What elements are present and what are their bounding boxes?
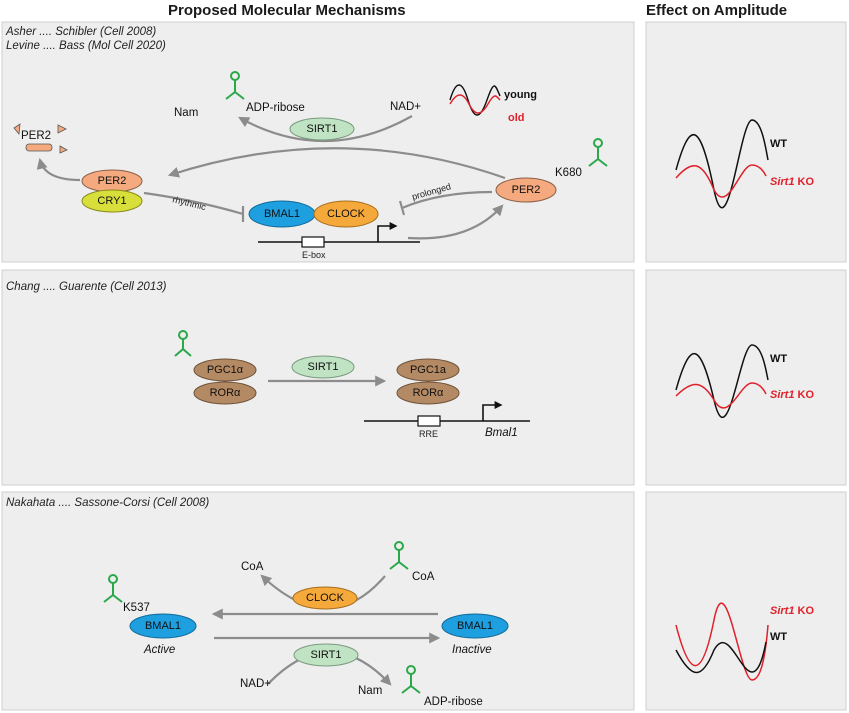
per2-acetyl-node [495,177,557,203]
acetyl-icon [401,665,421,694]
per2-label: PER2 [98,175,127,187]
acetyl-icon [174,330,192,357]
citation-nakahata: Nakahata .... Sassone-Corsi (Cell 2008) [6,497,209,509]
bmal1-gene-label: Bmal1 [485,427,518,439]
coa-right-label: CoA [412,571,435,583]
bmal1-inactive-label: BMAL1 [457,620,493,632]
p1-wt-curve [675,119,769,209]
k680-label: K680 [555,167,582,179]
sirt1-node [293,643,359,667]
sirt1-reaction-arrow [238,115,413,143]
clock-acetylase-label: CLOCK [306,592,345,604]
pgc1a-acetyl-label: PGC1α [207,364,244,376]
sirt1-node [291,355,355,379]
acetyl-icon [588,138,608,167]
nam-label-3: Nam [358,685,382,697]
p2-wt-label: WT [770,353,787,365]
rora-left-label: RORα [210,387,241,399]
acetyl-icon [103,574,123,603]
per2-degraded-label: PER2 [21,130,51,142]
rre-label: RRE [419,429,438,439]
p3-ko-label: Sirt1 KO [770,605,814,617]
prolonged-inhibit [401,190,493,210]
p2-wt-curve [675,344,769,419]
sirt1-label-3: SIRT1 [311,649,342,661]
sirt1-label: SIRT1 [307,123,338,135]
p1-ko-curve [675,164,767,198]
rora-right-label: RORα [413,387,444,399]
per2-acetyl-label: PER2 [512,184,541,196]
amp-panel-2 [645,269,847,486]
amp-panel-1 [645,21,847,263]
p2-ko-curve [675,382,767,409]
ebox-label: E-box [302,250,326,260]
cry1-node [81,189,143,213]
tss-arrow-1 [377,222,398,242]
p2-ko-label: Sirt1 KO [770,389,814,401]
citation-asher: Asher .... Schibler (Cell 2008) [5,26,156,38]
adp-ribose-label: ADP-ribose [246,102,305,114]
clock-acetylase-node [292,586,358,610]
p3-ko-curve [675,602,769,681]
main-return-arrow [167,147,506,180]
young-label: young [504,89,537,101]
clock-node [313,200,379,228]
bmal1-active-node [129,613,197,639]
sirt1-label-2: SIRT1 [308,361,339,373]
rora-right-node [396,381,460,405]
bmal1-active-label: BMAL1 [145,620,181,632]
active-label: Active [143,644,175,656]
cry1-label: CRY1 [97,195,126,207]
amp-panel-3 [645,491,847,711]
degraded-per2 [13,123,68,154]
citation-chang: Chang .... Guarente (Cell 2013) [6,281,167,293]
k537-label: K537 [123,602,150,614]
p3-wt-curve [675,641,767,673]
young-curve [449,84,501,116]
p3-wt-label: WT [770,631,787,643]
acetyl-icon [389,541,409,570]
ebox-box [301,236,325,248]
pgc1a-label: PGC1a [410,364,447,376]
nad-label-3: NAD+ [240,678,271,690]
nad-label: NAD+ [390,101,421,113]
nam-label: Nam [174,107,198,119]
tss-arrow-2 [482,401,503,421]
header-amplitude: Effect on Amplitude [646,2,787,19]
rora-left-node [193,381,257,405]
rre-box [417,415,441,427]
p1-ko-label: Sirt1 KO [770,176,814,188]
rhythmic-inhibit [143,191,244,216]
transcription-arrow [407,204,504,240]
p1-wt-label: WT [770,138,787,150]
degradation-arrow [36,157,81,182]
pgc1a-acetyl-node [193,358,257,382]
pgc1a-node [396,358,460,382]
old-label: old [508,112,525,124]
coa-left-label: CoA [241,561,264,573]
sirt1-node [289,117,355,141]
acetyl-icon [225,71,245,100]
inactive-label: Inactive [452,644,492,656]
clock-label: CLOCK [327,208,366,220]
header-mechanisms: Proposed Molecular Mechanisms [168,2,406,19]
old-curve [449,94,501,114]
citation-levine: Levine .... Bass (Mol Cell 2020) [6,40,166,52]
bmal1-label: BMAL1 [264,208,300,220]
bmal1-inactive-node [441,613,509,639]
adp-ribose-label-3: ADP-ribose [424,696,483,708]
